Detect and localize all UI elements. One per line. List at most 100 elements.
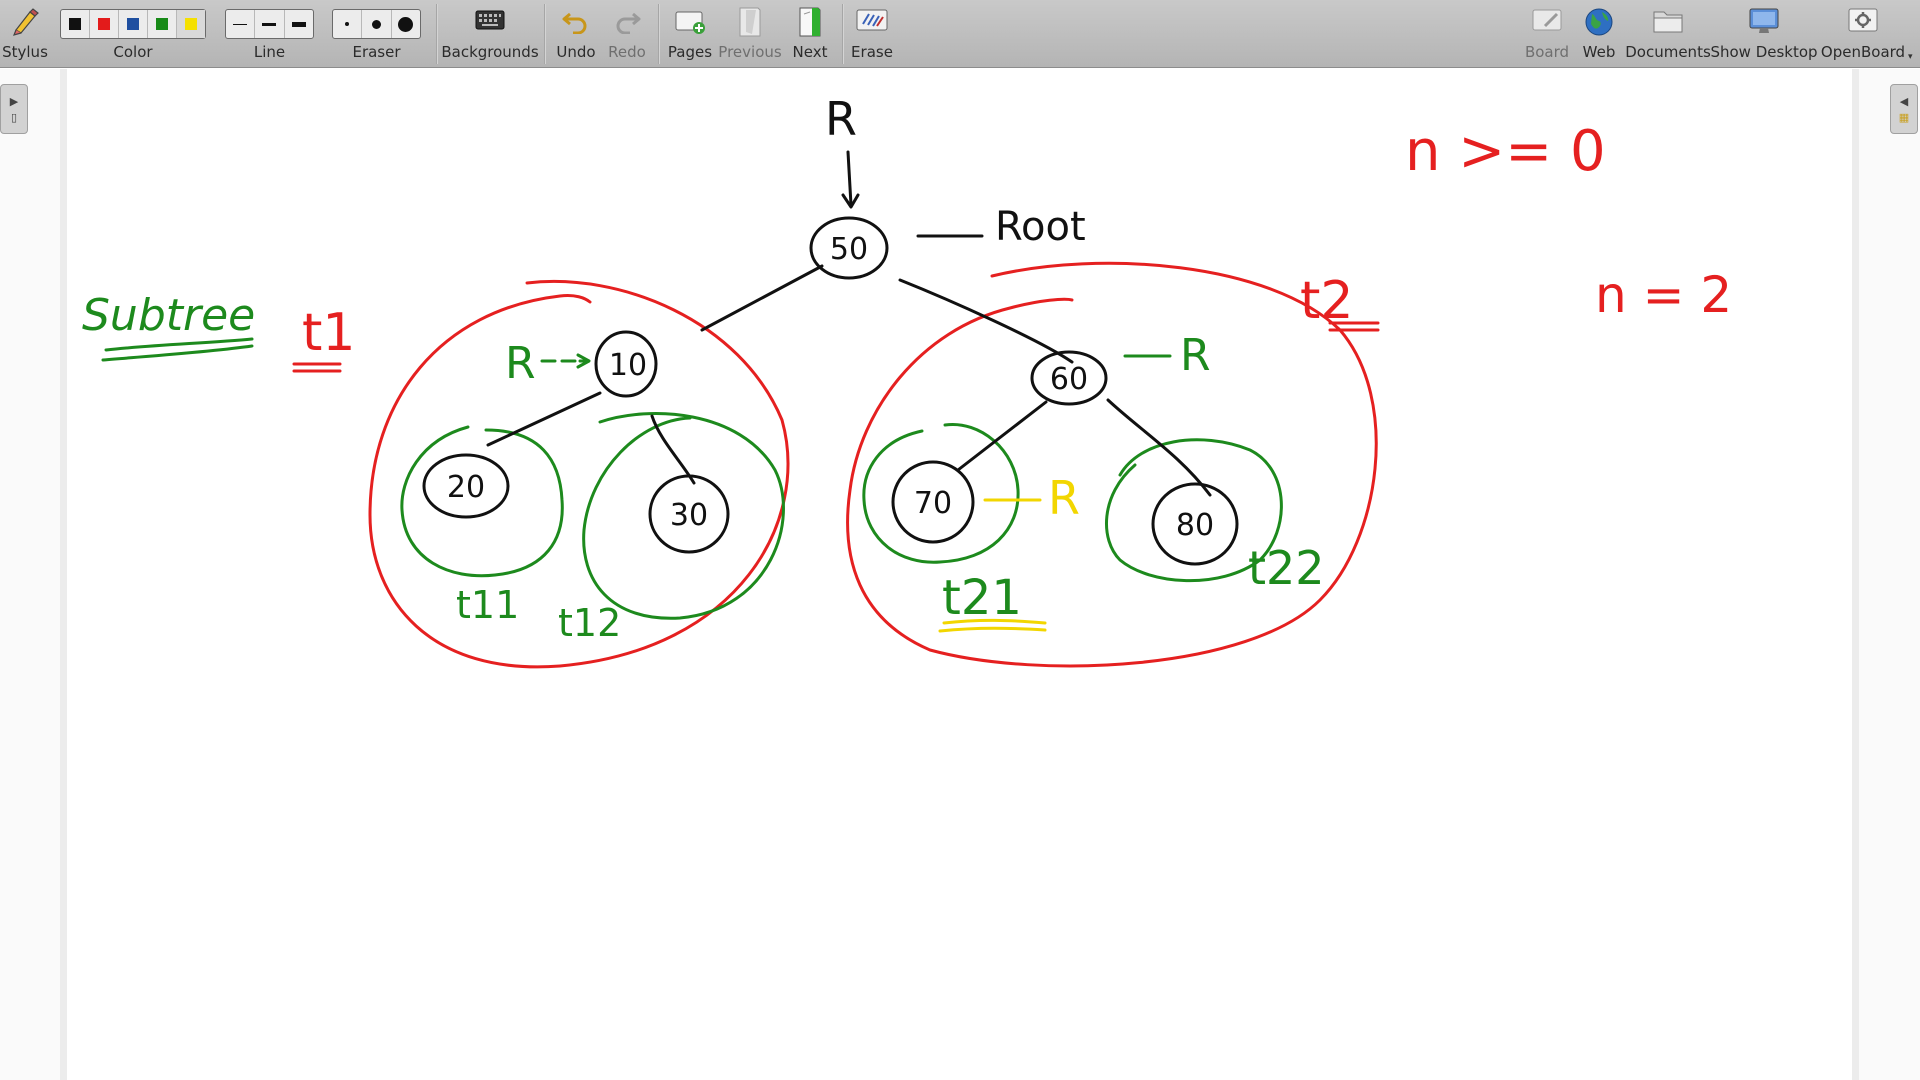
node-70-value: 70 [914,486,952,521]
r-yellow-label: R [1048,471,1080,525]
dropdown-arrow-icon[interactable]: ▾ [1908,52,1913,62]
formula-n-ge-0: n >= 0 [1405,119,1606,184]
right-palette-toggle[interactable]: ◀ ▦ [1890,84,1918,134]
pages-button[interactable]: Pages [664,0,716,68]
right-board-edge [1852,69,1859,1080]
root-label: Root [995,204,1086,250]
stylus-label: Stylus [2,43,48,61]
board-button[interactable]: Board [1522,0,1572,68]
left-palette-toggle[interactable]: ▶ ▯ [0,84,28,134]
stylus-button[interactable]: Stylus [0,0,50,68]
node-10-value: 10 [609,348,647,383]
previous-page-button[interactable]: Previous [718,0,782,68]
node-30-value: 30 [670,498,708,533]
t21-label: t21 [942,570,1022,626]
node-70-circle [891,460,975,544]
subtree-t11-outline [400,425,564,578]
web-button[interactable]: Web [1574,0,1624,68]
subtree-underline [101,337,254,362]
documents-button[interactable]: Documents [1625,0,1711,68]
previous-label: Previous [718,43,782,61]
node-50-value: 50 [830,232,868,267]
redo-label: Redo [608,43,646,61]
subtree-t2-outline [846,261,1378,668]
toolbar-separator [842,4,843,64]
root-arrow-head [841,193,860,209]
web-label: Web [1582,43,1616,61]
r-right-label: R [1180,330,1211,381]
color-yellow-swatch[interactable] [177,10,205,38]
show-desktop-label: Show Desktop [1710,43,1818,61]
next-page-button[interactable]: Next [784,0,836,68]
erase-label: Erase [851,43,893,61]
previous-page-icon [739,7,761,37]
library-icon: ▦ [1898,110,1910,124]
right-margin [1858,69,1920,1080]
line-thin-option[interactable] [226,10,256,38]
line-medium-option[interactable] [255,10,285,38]
stylus-icon [12,8,39,36]
globe-icon [1585,8,1613,36]
expand-left-icon: ◀ [1899,94,1909,108]
board-label: Board [1524,43,1570,61]
node-20-value: 20 [447,470,485,505]
t21-underline [938,618,1047,633]
t12-label: t12 [558,601,621,645]
openboard-label: OpenBoard [1820,43,1906,61]
color-red-swatch[interactable] [90,10,119,38]
keyboard-icon [475,10,505,30]
subtree-t21-outline [862,422,1020,564]
eraser-small-option[interactable] [333,10,363,38]
add-page-icon [675,11,705,34]
erase-button[interactable]: Erase [848,0,896,68]
eraser-medium-option[interactable] [362,10,392,38]
color-green-swatch[interactable] [148,10,177,38]
t2-underline [1328,321,1380,332]
color-palette [60,9,206,39]
toolbar-separator [544,4,545,64]
t2-label: t2 [1300,271,1353,331]
toolbar-separator [436,4,437,64]
node-60-circle [1030,350,1108,406]
t11-label: t11 [456,583,519,627]
left-board-edge [60,69,67,1080]
node-80-circle [1151,482,1239,566]
line-width-palette [225,9,314,39]
monitor-icon [1749,8,1779,33]
pages-label: Pages [667,43,713,61]
main-toolbar: Stylus Color Line Eraser [0,0,1920,68]
undo-button[interactable]: Undo [550,0,602,68]
r-left-arrow-head [576,353,591,369]
subtree-t12-outline [582,412,785,620]
subtree-t1-outline [368,279,790,669]
line-thick-option[interactable] [285,10,313,38]
backgrounds-button[interactable]: Backgrounds [441,0,539,68]
expand-right-icon: ▶ [9,94,19,108]
t1-underline [292,362,342,373]
eraser-large-option[interactable] [392,10,420,38]
undo-icon [562,12,587,34]
page-thumbnail-icon: ▯ [10,110,18,124]
color-black-swatch[interactable] [61,10,90,38]
node-50-circle [809,216,889,280]
formula-n-eq-2: n = 2 [1595,266,1732,324]
node-30-circle [648,474,730,554]
eraser-palette [332,9,421,39]
t1-label: t1 [302,303,355,363]
node-80-value: 80 [1176,508,1214,543]
edge-60-80 [1106,398,1212,497]
left-margin [0,69,60,1080]
top-r-label: R [825,92,857,146]
node-60-value: 60 [1050,362,1088,397]
openboard-button[interactable]: OpenBoard [1818,0,1908,68]
subtree-label: Subtree [82,290,255,341]
show-desktop-button[interactable]: Show Desktop [1710,0,1818,68]
t22-label: t22 [1248,541,1325,595]
root-arrow-line [846,150,853,207]
subtree-t22-outline [1105,438,1283,583]
color-blue-swatch[interactable] [119,10,148,38]
erase-board-icon [856,9,888,31]
redo-button[interactable]: Redo [602,0,652,68]
r-left-label: R [505,338,536,389]
